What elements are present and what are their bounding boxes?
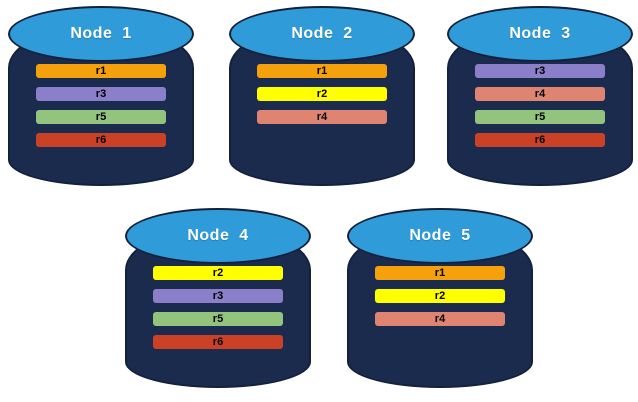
record-bar[interactable]: r4 (474, 87, 606, 101)
database-node-3[interactable]: Node 3 r3 r4 r5 r6 (447, 6, 633, 186)
cylinder-top-icon (347, 208, 533, 264)
record-bar[interactable]: r2 (256, 87, 388, 101)
record-bar[interactable]: r6 (474, 133, 606, 147)
record-list: r2 r3 r5 r6 (125, 266, 311, 349)
cylinder-top-icon (125, 208, 311, 264)
record-bar[interactable]: r3 (474, 64, 606, 78)
record-bar[interactable]: r1 (256, 64, 388, 78)
record-bar[interactable]: r2 (152, 266, 284, 280)
record-bar[interactable]: r1 (374, 266, 506, 280)
record-bar[interactable]: r4 (256, 110, 388, 124)
record-list: r1 r2 r4 (347, 266, 533, 326)
node-title: Node 2 (291, 25, 353, 42)
record-bar[interactable]: r1 (35, 64, 167, 78)
record-bar[interactable]: r5 (35, 110, 167, 124)
database-node-2[interactable]: Node 2 r1 r2 r4 (229, 6, 415, 186)
record-bar[interactable]: r5 (474, 110, 606, 124)
record-list: r1 r2 r4 (229, 64, 415, 124)
record-list: r1 r3 r5 r6 (8, 64, 194, 147)
node-title: Node 3 (509, 25, 571, 42)
node-title: Node 1 (70, 25, 132, 42)
cylinder-top-icon (447, 6, 633, 62)
record-bar[interactable]: r6 (152, 335, 284, 349)
database-node-5[interactable]: Node 5 r1 r2 r4 (347, 208, 533, 388)
record-bar[interactable]: r5 (152, 312, 284, 326)
record-bar[interactable]: r4 (374, 312, 506, 326)
cylinder-top-icon (229, 6, 415, 62)
record-bar[interactable]: r2 (374, 289, 506, 303)
record-list: r3 r4 r5 r6 (447, 64, 633, 147)
node-title: Node 4 (187, 227, 249, 244)
node-title: Node 5 (409, 227, 471, 244)
record-bar[interactable]: r3 (152, 289, 284, 303)
database-node-4[interactable]: Node 4 r2 r3 r5 r6 (125, 208, 311, 388)
database-node-1[interactable]: Node 1 r1 r3 r5 r6 (8, 6, 194, 186)
record-bar[interactable]: r3 (35, 87, 167, 101)
record-bar[interactable]: r6 (35, 133, 167, 147)
cylinder-top-icon (8, 6, 194, 62)
